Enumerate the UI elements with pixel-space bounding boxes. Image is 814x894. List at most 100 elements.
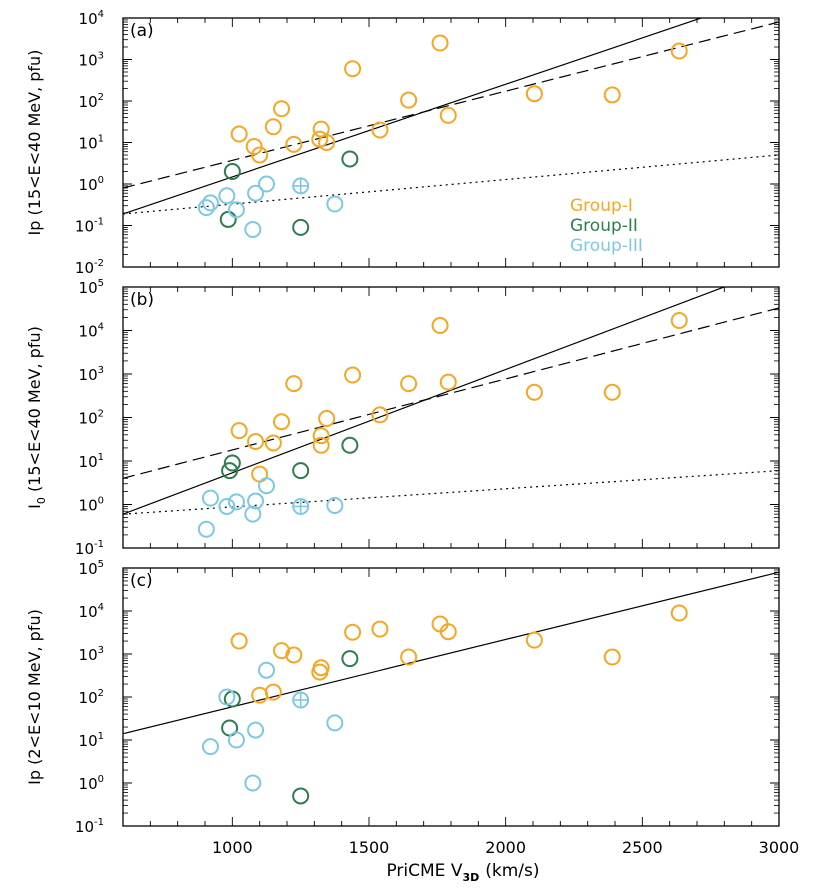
data-point (341, 436, 359, 454)
data-point (273, 413, 291, 431)
y-tick-label: 102 (79, 688, 104, 707)
data-point (223, 454, 241, 472)
fit-line-solid (123, 571, 779, 735)
plot-frame (122, 567, 780, 827)
data-point (247, 184, 265, 202)
y-axis-label: I0 (15<E<40 MeV, pfu) (25, 326, 48, 509)
data-point (344, 60, 362, 78)
data-point (400, 648, 418, 666)
fit-lines (123, 571, 779, 735)
y-axis-label: Ip (15<E<40 MeV, pfu) (25, 50, 44, 236)
series-group-ii (219, 150, 359, 236)
data-point (258, 175, 275, 193)
data-point (264, 118, 282, 136)
series-group-iii (201, 661, 344, 792)
data-point (400, 375, 418, 393)
data-point (201, 489, 219, 507)
data-point (431, 34, 449, 52)
series-group-ii (221, 650, 359, 805)
x-tick-label: 2000 (485, 838, 526, 857)
data-point (285, 646, 303, 664)
x-axis-label-sub: 3D (462, 871, 479, 884)
x-tick-label: 3000 (759, 838, 800, 857)
x-tick-label: 1000 (212, 838, 253, 857)
data-point (326, 714, 344, 732)
data-point (230, 632, 248, 650)
data-point (326, 195, 344, 213)
data-point (223, 163, 241, 181)
data-point (311, 663, 329, 681)
data-point (221, 462, 239, 480)
panel-label: (a) (130, 21, 154, 41)
data-point (264, 683, 282, 701)
plot-frame (122, 17, 780, 268)
data-point (670, 42, 688, 60)
data-point (230, 422, 248, 440)
data-point (439, 623, 457, 641)
data-point (264, 434, 282, 452)
data-point (400, 91, 418, 109)
y-tick-label: 100 (79, 175, 104, 194)
data-point (227, 731, 245, 749)
series-group-iii (197, 175, 344, 239)
data-point (244, 505, 262, 523)
data-point (344, 623, 362, 641)
data-point (344, 366, 362, 384)
fit-line-dotted (123, 470, 779, 515)
y-tick-label: 104 (79, 322, 104, 341)
legend-item-group-iii: Group-III (570, 236, 643, 256)
data-point (525, 631, 543, 649)
data-point (326, 496, 344, 514)
data-point (603, 86, 621, 104)
data-point (285, 375, 303, 393)
series-group-i (230, 311, 688, 483)
y-tick-label: 104 (79, 9, 104, 28)
data-point (670, 604, 688, 622)
series-group-ii (221, 436, 359, 480)
y-tick-label: 100 (79, 496, 104, 515)
data-point (670, 311, 688, 329)
data-point (201, 738, 219, 756)
data-point (218, 497, 236, 515)
panel-label: (b) (130, 290, 154, 310)
data-point (525, 383, 543, 401)
data-point (292, 787, 310, 805)
data-point (227, 493, 245, 511)
data-point (230, 125, 248, 143)
data-point (247, 492, 265, 510)
data-point (219, 210, 237, 228)
data-point (603, 383, 621, 401)
data-point (273, 642, 291, 660)
x-axis-label: PriCME V3D(km/s) (386, 861, 539, 884)
data-point (439, 373, 457, 391)
x-axis-label-unit: (km/s) (485, 861, 539, 881)
data-point (439, 106, 457, 124)
data-point (312, 436, 330, 454)
y-tick-label: 101 (79, 134, 104, 153)
data-point (251, 146, 269, 164)
y-axis-label: Ip (2<E<10 MeV, pfu) (25, 609, 44, 785)
data-point (197, 520, 215, 538)
panel-label: (c) (130, 571, 153, 591)
y-tick-label: 102 (79, 92, 104, 111)
data-point (603, 648, 621, 666)
data-point (218, 187, 236, 205)
y-tick-label: 103 (79, 365, 104, 384)
data-point (318, 409, 336, 427)
legend-item-group-i: Group-I (570, 196, 633, 216)
data-point (244, 221, 262, 239)
data-point (371, 121, 389, 139)
x-tick-label: 2500 (622, 838, 663, 857)
data-point (247, 721, 265, 739)
x-axis: 1000 1500 2000 2500 3000 (212, 838, 799, 857)
data-point (371, 620, 389, 638)
legend-item-group-ii: Group-II (570, 216, 638, 236)
data-point (292, 462, 310, 480)
x-tick-label: 1500 (349, 838, 390, 857)
y-tick-label: 10-1 (75, 217, 104, 236)
y-tick-label: 105 (79, 278, 104, 297)
